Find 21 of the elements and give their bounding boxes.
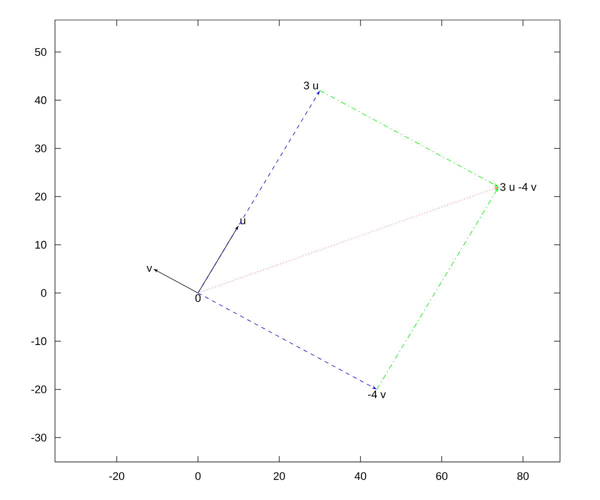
tick-label: 20: [274, 472, 285, 480]
tick-label: 20: [35, 192, 46, 200]
point-label: 3 u: [304, 82, 318, 90]
point-label: u: [240, 218, 246, 224]
tick-label: 40: [354, 472, 366, 480]
tick-label: -30: [31, 434, 46, 442]
tick-label: 0: [41, 289, 46, 297]
tick-label: 30: [35, 144, 46, 152]
tick-label: -20: [31, 386, 46, 394]
point-label: 3 u -4 v: [500, 183, 536, 191]
point-label: 0: [195, 294, 201, 302]
point-label: -4 v: [368, 390, 386, 398]
point-label: v: [146, 266, 152, 272]
tick-label: -20: [109, 472, 124, 480]
tick-label: 80: [517, 472, 529, 480]
tick-label: 60: [436, 472, 448, 480]
tick-label: 50: [35, 48, 46, 56]
tick-label: 40: [34, 96, 46, 104]
tick-label: -10: [31, 337, 46, 346]
tick-label: 0: [195, 472, 201, 480]
tick-label: 10: [35, 240, 46, 249]
